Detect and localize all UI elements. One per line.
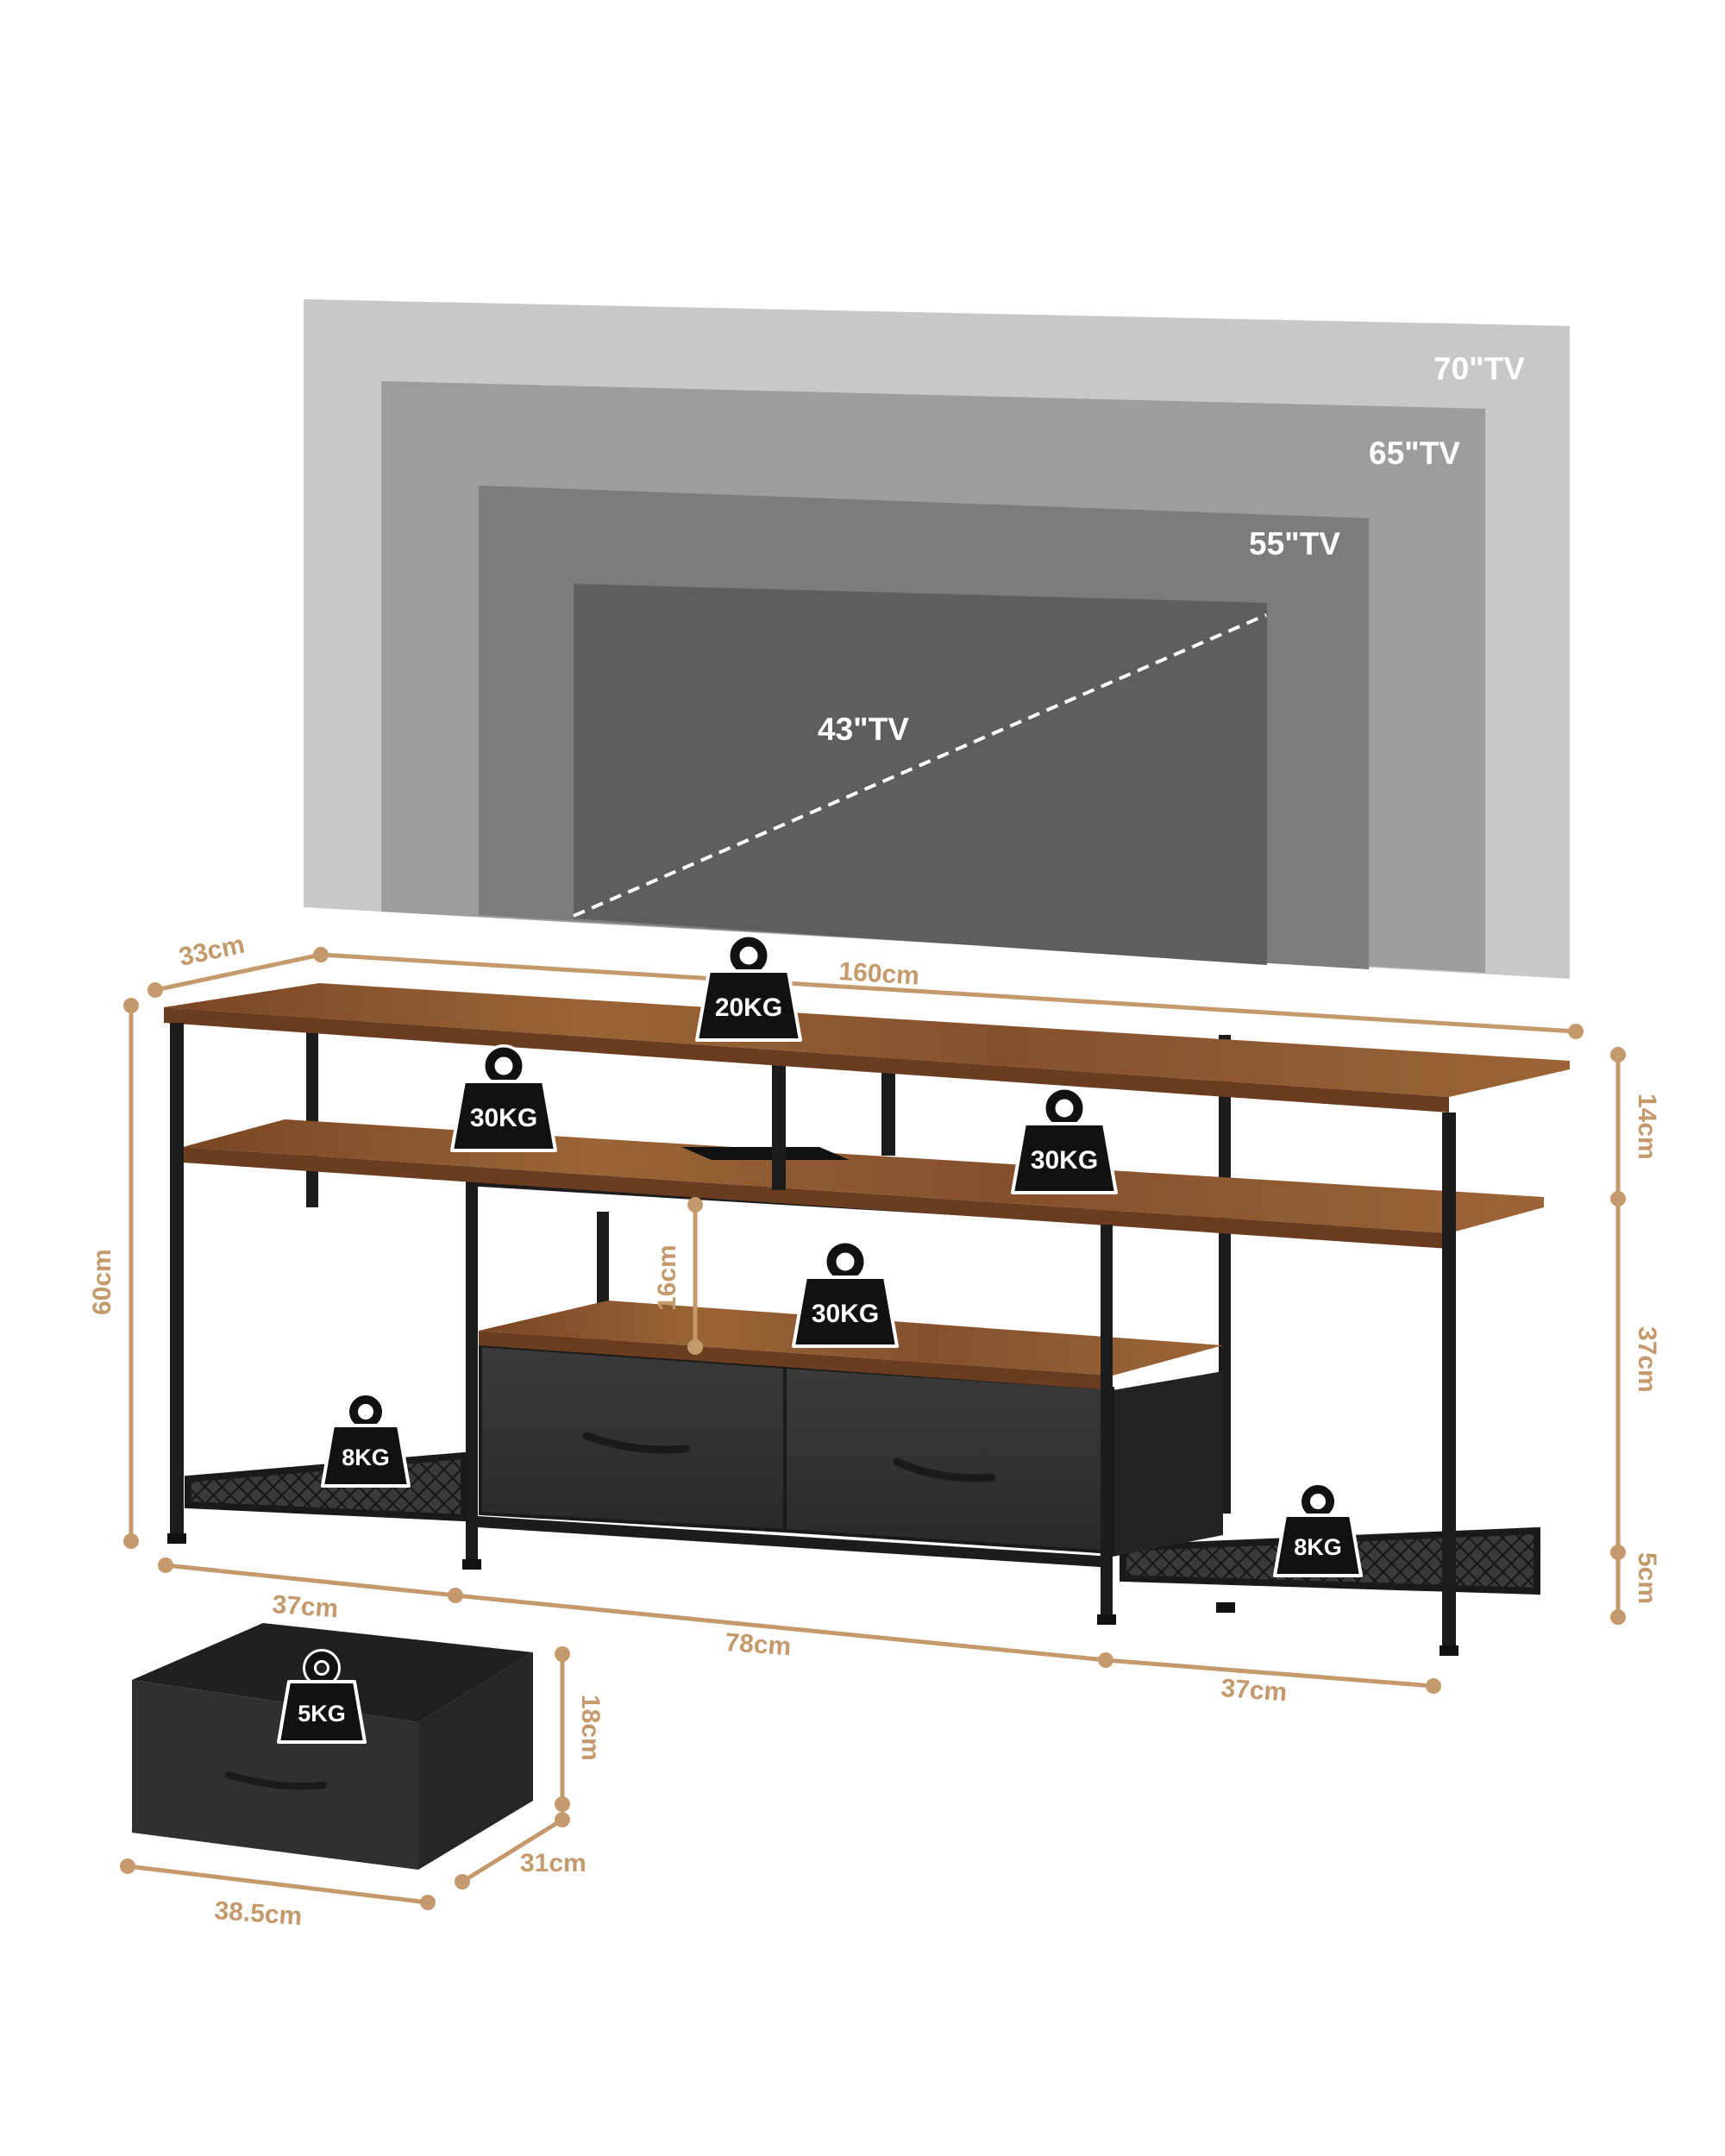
cabinet-frame-bottom	[478, 1516, 1113, 1568]
foot-back-right	[1216, 1602, 1235, 1613]
middle-shelf-edge	[183, 1147, 1449, 1249]
weight-badge-bottom-right: 8KG	[1273, 1482, 1363, 1577]
drawer-box-handle	[225, 1771, 327, 1790]
weight-label: 30KG	[1031, 1146, 1098, 1175]
dim-side-bay-left: 37cm	[272, 1590, 340, 1623]
drawer-front-right	[783, 1364, 1114, 1555]
monitor-riser-post-left	[772, 1062, 786, 1190]
dimension-labels: 33cm 160cm 60cm 14cm 37cm 5cm 16cm 37cm …	[88, 931, 1661, 1931]
weight-badge-drawer: 5KG	[277, 1649, 367, 1744]
weight-label: 30KG	[470, 1104, 537, 1132]
weight-label: 30KG	[812, 1300, 879, 1328]
foot-right	[1440, 1645, 1458, 1656]
dim-drawer-depth: 31cm	[520, 1849, 586, 1877]
tv-43-label: 43"TV	[818, 711, 909, 747]
tv-43-silhouette	[574, 584, 1267, 965]
weight-label: 8KG	[342, 1445, 390, 1470]
drawer-handle-right	[893, 1457, 996, 1482]
drawer-front-left	[479, 1343, 787, 1533]
weight-badge-middle-right: 30KG	[1011, 1087, 1118, 1194]
tv-diagonal	[573, 613, 1267, 918]
foot-left	[167, 1533, 186, 1544]
dim-height: 60cm	[88, 1249, 116, 1315]
monitor-riser-post-right	[881, 1065, 895, 1156]
monitor-riser-base	[681, 1147, 850, 1160]
drawer-handle-left	[582, 1432, 690, 1454]
weight-label: 8KG	[1294, 1534, 1342, 1560]
front-leg-right	[1442, 1112, 1456, 1647]
tv-70-label: 70"TV	[1433, 351, 1525, 386]
weight-label: 5KG	[298, 1701, 346, 1727]
dim-center-bay: 78cm	[724, 1628, 793, 1661]
weight-badge-middle-left: 30KG	[450, 1044, 557, 1152]
weight-badge-drawer-shelf: 30KG	[792, 1240, 899, 1348]
tv-55-label: 55"TV	[1249, 526, 1340, 561]
dim-shelf-gap-top: 14cm	[1633, 1094, 1661, 1160]
front-leg-left	[170, 1023, 184, 1536]
dim-depth: 33cm	[177, 931, 248, 972]
tv-65-label: 65"TV	[1369, 436, 1460, 471]
weight-badge-bottom-left: 8KG	[321, 1393, 411, 1488]
dim-shelf-gap-middle: 37cm	[1633, 1326, 1661, 1393]
top-shelf-edge	[164, 1007, 1449, 1112]
foot-cabinet-left	[462, 1559, 481, 1570]
dim-drawer-height: 18cm	[576, 1695, 605, 1761]
drawer-shelf-edge	[479, 1331, 1113, 1390]
weight-badge-top-shelf: 20KG	[695, 934, 802, 1042]
foot-cabinet-right	[1097, 1614, 1116, 1625]
front-leg-cabinet-right	[1101, 1225, 1113, 1617]
top-shelf-surface	[164, 983, 1570, 1097]
drawer-cabinet-side	[1113, 1371, 1223, 1557]
tv-size-comparison: 70"TV 65"TV 55"TV 43"TV	[304, 299, 1570, 979]
weight-label: 20KG	[715, 993, 782, 1022]
dimension-lines	[120, 947, 1626, 1910]
dim-inner-shelf-height: 16cm	[653, 1244, 681, 1311]
dim-side-bay-right: 37cm	[1220, 1674, 1289, 1707]
dim-width: 160cm	[838, 957, 920, 990]
front-leg-cabinet-left	[466, 1186, 478, 1561]
dim-shelf-gap-bottom: 5cm	[1633, 1552, 1661, 1604]
dim-drawer-width: 38.5cm	[214, 1896, 304, 1931]
drawer-box-side	[418, 1652, 533, 1870]
